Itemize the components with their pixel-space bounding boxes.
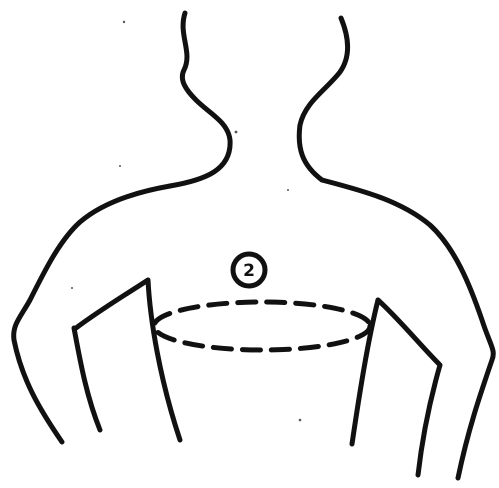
marker-label: 2: [243, 261, 255, 281]
right-arm-inner: [378, 300, 440, 475]
numbered-marker: 2: [233, 254, 265, 286]
chest-dashed-ring: [154, 302, 370, 350]
scan-specks: [71, 21, 301, 422]
neck-left-outline: [170, 13, 230, 186]
left-arm-inner: [74, 328, 100, 430]
neck-right-outline: [299, 18, 347, 180]
left-torso-side: [76, 280, 180, 440]
